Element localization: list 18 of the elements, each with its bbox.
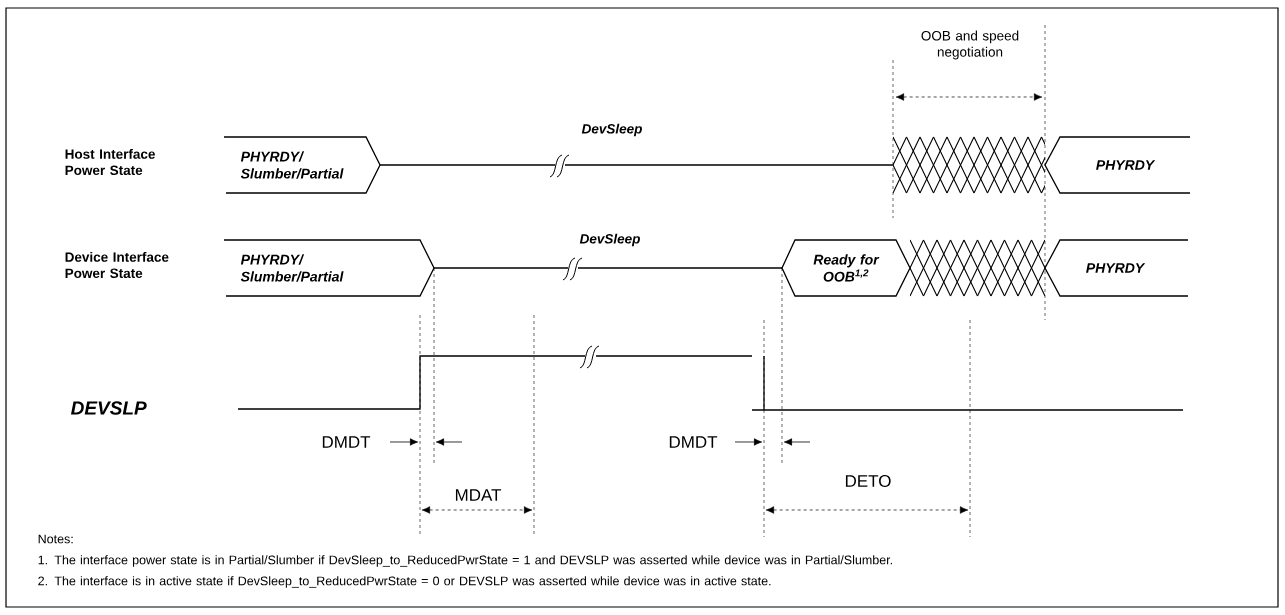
signal-name: Device Interface Power State — [65, 251, 169, 279]
state-segment: PHYRDY — [1044, 239, 1189, 297]
signal-name: Host Interface Power State — [65, 148, 155, 176]
footnote: 2. The interface is in active state if DevSleep_to_ReducedPwrState = 0 or DEVSLP was asserted while device was in active state. — [38, 576, 771, 588]
state-segment: PHYRDY/ Slumber/Partial — [223, 239, 435, 297]
dimension-label: OOB and speed negotiation — [921, 30, 1019, 60]
footnote: 1. The interface power state is in Partial/Slumber if DevSleep_to_ReducedPwrState = 1 and DEVSLP was asserted while device was in Partial/Slumber. — [38, 555, 892, 567]
timing-label: DETO — [845, 474, 891, 487]
signal-name: DEVSLP — [71, 401, 147, 415]
timing-label: DMDT — [322, 436, 371, 448]
state-segment: PHYRDY/ Slumber/Partial — [223, 136, 381, 194]
state-label: DevSleep — [581, 123, 642, 137]
state-segment: PHYRDY — [1044, 136, 1191, 194]
state-segment: Ready for OOB$^{1,2}$ — [781, 239, 911, 297]
timing-label: MDAT — [455, 489, 502, 501]
state-label: DevSleep — [579, 233, 640, 247]
timing-label: DMDT — [669, 436, 718, 448]
notes-heading: Notes: — [38, 534, 73, 544]
